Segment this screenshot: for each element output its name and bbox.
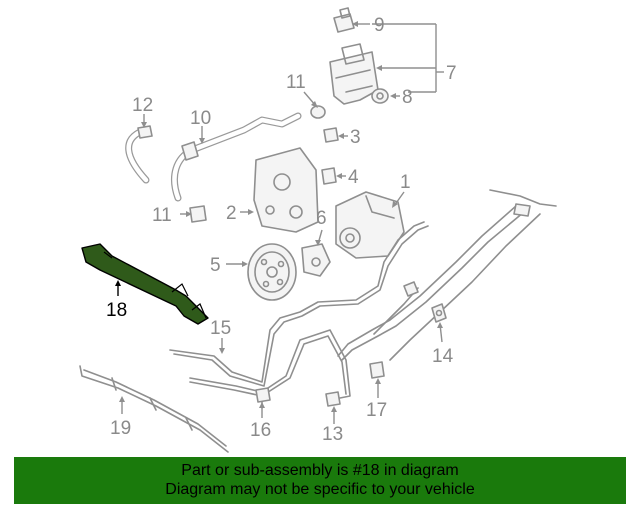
callout-4: 4 [348, 167, 359, 188]
gasket-6 [301, 243, 331, 277]
part-18-highlighted [81, 243, 209, 325]
callout-8: 8 [402, 87, 413, 108]
clip-14 [431, 303, 447, 323]
callout-14: 14 [432, 346, 454, 367]
callout-15: 15 [210, 318, 231, 339]
power-steering-pump [335, 191, 405, 259]
callout-16: 16 [250, 420, 271, 441]
pulley [247, 243, 297, 301]
pump-bracket [253, 147, 319, 233]
callout-3: 3 [350, 127, 361, 148]
callout-5: 5 [210, 255, 221, 276]
pressure-lines [169, 221, 429, 409]
callout-11-lower: 11 [152, 205, 172, 226]
callout-10: 10 [190, 108, 211, 129]
hose-12 [125, 125, 153, 184]
grommet-11-top [310, 105, 326, 119]
callout-11-top: 11 [286, 72, 306, 93]
banner-line-2: Diagram may not be specific to your vehi… [165, 481, 475, 498]
reservoir-cap [333, 7, 355, 33]
callout-17: 17 [366, 400, 387, 421]
info-banner: Part or sub-assembly is #18 in diagram D… [14, 457, 626, 504]
hose-10 [171, 112, 302, 202]
clip-13 [325, 391, 341, 407]
callout-13: 13 [322, 424, 343, 445]
callout-12: 12 [132, 95, 153, 116]
callout-7: 7 [446, 63, 457, 84]
bushing-3 [323, 127, 339, 143]
callout-labels: 9 7 8 11 3 4 1 2 11 6 5 10 12 18 15 19 1… [106, 15, 457, 445]
reservoir [329, 43, 379, 105]
callout-18: 18 [106, 300, 127, 321]
callout-9: 9 [374, 15, 385, 36]
callout-19: 19 [110, 418, 131, 439]
cooler-lines [337, 189, 557, 361]
leader-lines [115, 21, 444, 424]
callout-1: 1 [400, 172, 411, 193]
clamp-11-lower [189, 205, 207, 223]
clip-17 [369, 361, 385, 379]
grommet-8 [371, 88, 389, 104]
bushing-4 [321, 167, 337, 185]
banner-line-1: Part or sub-assembly is #18 in diagram [181, 462, 459, 479]
clip-16 [255, 387, 271, 403]
callout-6: 6 [316, 208, 327, 229]
part-19 [79, 365, 229, 453]
callout-2: 2 [226, 203, 237, 224]
